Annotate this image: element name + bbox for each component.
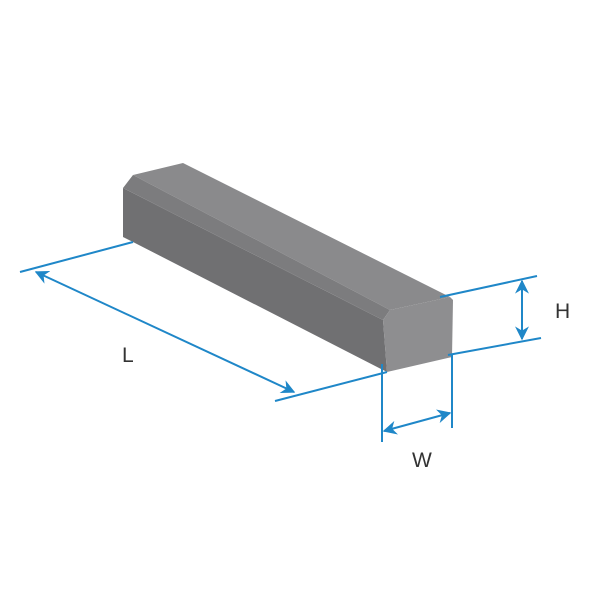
length-extension-line-start <box>19 241 134 273</box>
bar-top-face <box>133 163 450 310</box>
length-extension-line-end <box>274 371 388 402</box>
square-key-bar <box>123 163 453 372</box>
length-arrow <box>34 270 296 394</box>
height-label: H <box>555 300 571 323</box>
width-label: W <box>412 449 432 472</box>
width-arrow <box>382 409 452 435</box>
bar-chamfer-face <box>123 175 390 320</box>
height-extension-line-bottom <box>447 337 542 356</box>
length-label: L <box>122 344 134 367</box>
bar-end-face <box>383 297 453 372</box>
dimension-lines <box>19 241 542 442</box>
height-extension-line-top <box>439 275 538 298</box>
